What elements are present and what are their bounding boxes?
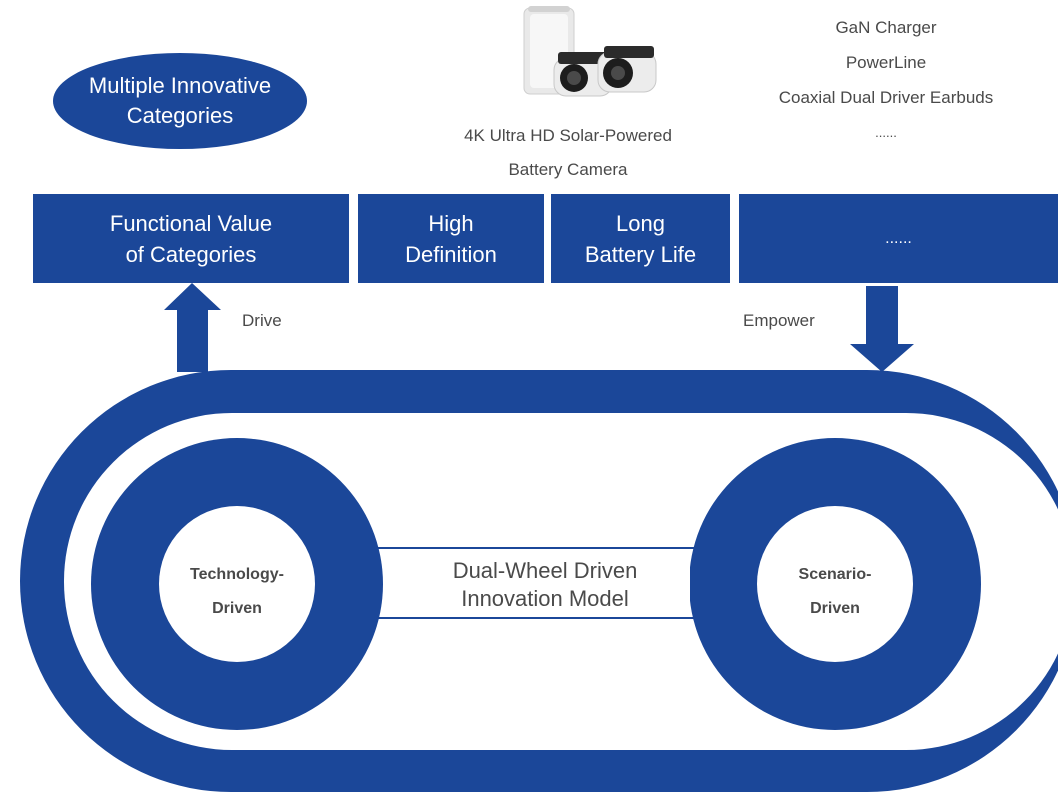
functional-value-line-2: of Categories	[125, 241, 257, 267]
technology-driven-line-2: Driven	[212, 600, 262, 617]
functional-value-line-1: Functional Value	[109, 210, 273, 236]
category-list: GaN Charger PowerLine Coaxial Dual Drive…	[736, 10, 1036, 150]
functional-value-box: Functional Value of Categories	[33, 194, 349, 283]
more-box: ......	[739, 194, 1058, 283]
right-wheel-inner	[757, 506, 913, 662]
category-item-powerline: PowerLine	[845, 53, 927, 72]
high-definition-line-2: Definition	[405, 241, 497, 267]
long-battery-life-line-1: Long	[616, 210, 665, 236]
category-item-ellipsis: ......	[875, 125, 897, 140]
drive-arrow-icon	[164, 283, 221, 372]
left-wheel-inner	[159, 506, 315, 662]
scenario-driven-line-2: Driven	[810, 600, 860, 617]
empower-label: Empower	[743, 311, 815, 330]
model-title: Dual-Wheel Driven Innovation Model	[369, 557, 721, 613]
product-caption-line-1: 4K Ultra HD Solar-Powered	[464, 126, 672, 145]
model-title-line-1: Dual-Wheel Driven	[452, 558, 638, 583]
high-definition-line-1: High	[428, 210, 474, 236]
scenario-driven-line-1: Scenario-	[798, 566, 872, 583]
category-item-earbuds: Coaxial Dual Driver Earbuds	[778, 88, 994, 107]
solar-battery-camera-image	[523, 6, 657, 97]
product-caption-line-2: Battery Camera	[508, 160, 628, 179]
technology-driven-label: Technology- Driven	[162, 558, 312, 626]
drive-label: Drive	[242, 311, 282, 330]
product-caption: 4K Ultra HD Solar-Powered Battery Camera	[400, 119, 736, 187]
model-title-line-2: Innovation Model	[461, 586, 629, 611]
innovative-categories-label: Multiple Innovative Categories	[88, 73, 272, 128]
high-definition-box: High Definition	[358, 194, 544, 283]
scenario-driven-label: Scenario- Driven	[780, 558, 890, 626]
technology-driven-line-1: Technology-	[190, 566, 284, 583]
empower-arrow-icon	[850, 286, 914, 372]
more-label: ......	[885, 230, 912, 247]
dual-wheel-model-diagram	[20, 283, 1058, 792]
long-battery-life-line-2: Battery Life	[584, 241, 697, 267]
long-battery-life-box: Long Battery Life	[551, 194, 730, 283]
innovative-categories-oval: Multiple Innovative Categories	[53, 53, 307, 149]
category-item-gan-charger: GaN Charger	[835, 18, 937, 37]
